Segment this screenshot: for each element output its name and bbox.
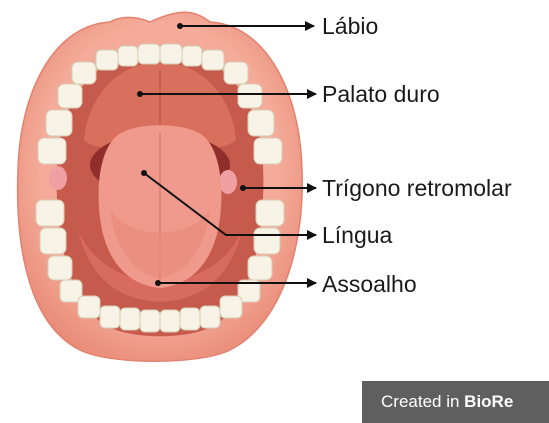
- created-in-badge: Created in BioRe: [362, 381, 549, 423]
- credit-brand: BioRe: [464, 392, 513, 411]
- label-labio: Lábio: [322, 13, 378, 39]
- label-assoalho: Assoalho: [322, 271, 417, 297]
- retromolar-right: [219, 170, 237, 194]
- retromolar-left: [49, 166, 67, 190]
- label-trigono-retromolar: Trígono retromolar: [322, 175, 512, 201]
- credit-prefix: Created in: [381, 392, 464, 411]
- label-lingua: Língua: [322, 222, 393, 248]
- label-palato-duro: Palato duro: [322, 81, 440, 107]
